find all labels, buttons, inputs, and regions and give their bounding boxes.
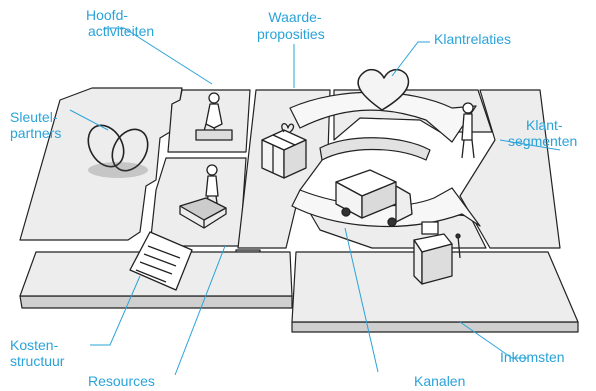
block-inkomsten: [291, 251, 579, 323]
customer-figure-icon: [461, 102, 475, 159]
label-klantrelaties: Klantrelaties: [434, 31, 512, 47]
truck-icon: [335, 169, 413, 227]
label-resources: Resources: [88, 373, 155, 389]
cost-document-icon: [129, 231, 193, 291]
label-inkomsten: Inkomsten: [500, 349, 565, 365]
label-sleutelpartners-top: Sleutel-: [10, 109, 58, 125]
arrow-band-top: [289, 91, 477, 143]
worker-icon: [195, 92, 233, 141]
label-klantsegmenten: segmenten: [508, 133, 578, 149]
label-kostenstructuur: structuur: [10, 353, 65, 369]
block-klantsegmenten: [459, 89, 561, 249]
label-kanalen: Kanalen: [414, 373, 466, 389]
label-kostenstructuur-top: Kosten-: [10, 337, 59, 353]
resources-figure-icon: [179, 164, 227, 229]
cash-register-icon: [413, 221, 461, 285]
label-klantsegmenten-top: Klant-: [526, 117, 563, 133]
label-hoofdactiviteiten: activiteiten: [88, 23, 155, 39]
label-waardeproposities: proposities: [257, 26, 325, 42]
gift-box-icon: [261, 123, 307, 179]
arrow-band-inner: [319, 137, 431, 161]
label-sleutelpartners: partners: [10, 125, 62, 141]
label-waardeproposities-top: Waarde-: [268, 9, 322, 25]
label-hoofdactiviteiten-top: Hoofd-: [86, 7, 129, 23]
rings-icon: [87, 124, 149, 178]
heart-icon: [357, 68, 410, 111]
leader-lines: [69, 27, 561, 376]
